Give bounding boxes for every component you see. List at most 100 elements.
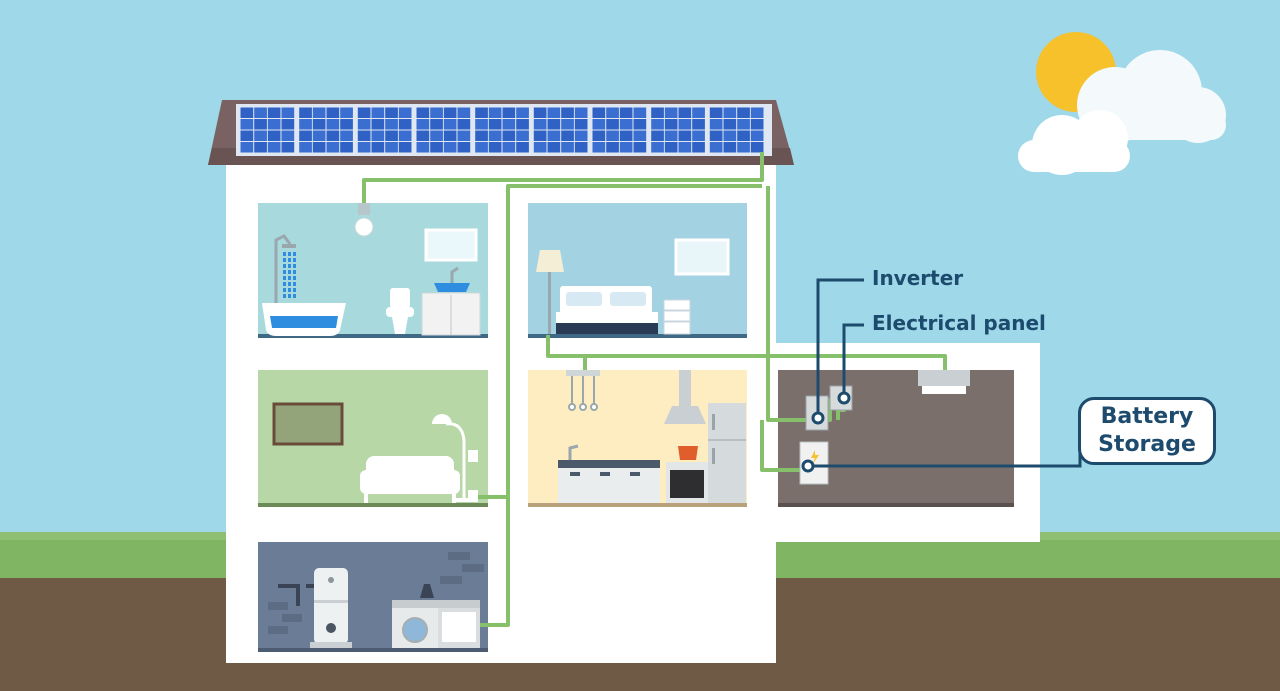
solar-cell [692, 142, 705, 153]
solar-cell [443, 107, 457, 118]
solar-cell [533, 107, 547, 118]
solar-cell [723, 142, 737, 153]
solar-cell [416, 107, 430, 118]
solar-cell [737, 142, 750, 153]
sink-icon [568, 444, 579, 460]
picture-frame-icon [674, 238, 730, 276]
solar-cell [574, 130, 588, 141]
solar-cell [398, 130, 412, 141]
solar-cell [678, 107, 692, 118]
solar-cell [340, 107, 353, 118]
solar-cell [385, 130, 398, 141]
solar-cell [750, 130, 764, 141]
solar-cell [430, 119, 443, 130]
solar-cell [281, 107, 295, 118]
solar-cell [385, 107, 398, 118]
solar-cell [502, 119, 516, 130]
solar-cell [416, 142, 430, 153]
solar-cell [619, 142, 633, 153]
solar-cell [267, 142, 281, 153]
tv-icon [272, 402, 344, 446]
solar-cell [281, 130, 295, 141]
solar-cell [457, 130, 471, 141]
solar-cell [475, 119, 488, 130]
solar-cell [443, 142, 457, 153]
solar-cell [312, 119, 326, 130]
solar-cell [516, 130, 529, 141]
water-drop [293, 264, 296, 268]
solar-cell [340, 130, 353, 141]
solar-cell [592, 119, 606, 130]
water-drop [293, 252, 296, 256]
solar-cell [371, 130, 385, 141]
solar-cell [281, 119, 295, 130]
solar-cell [254, 107, 267, 118]
water-drop [288, 258, 291, 262]
label-battery-line-1: Battery [1100, 404, 1194, 429]
solar-cell [651, 119, 664, 130]
solar-cell [547, 107, 561, 118]
water-drop [293, 294, 296, 298]
solar-cell [737, 119, 750, 130]
solar-cell [516, 142, 529, 153]
solar-cell [312, 130, 326, 141]
solar-cell [561, 142, 574, 153]
solar-cell [371, 119, 385, 130]
solar-cell [340, 119, 353, 130]
solar-cell [606, 119, 619, 130]
water-drop [283, 270, 286, 274]
solar-cell [371, 142, 385, 153]
solar-cell [574, 142, 588, 153]
solar-cell [299, 130, 312, 141]
solar-cell [326, 119, 340, 130]
solar-cell [488, 142, 502, 153]
garage [778, 370, 1014, 507]
solar-cell [678, 130, 692, 141]
solar-cell [299, 107, 312, 118]
solar-cell [633, 142, 647, 153]
water-drop [283, 294, 286, 298]
solar-cell [678, 119, 692, 130]
solar-cell [723, 130, 737, 141]
solar-cell [340, 142, 353, 153]
water-drop [288, 288, 291, 292]
solar-cell [633, 130, 647, 141]
wiring [362, 152, 947, 627]
solar-cell [709, 119, 723, 130]
solar-cell [240, 142, 254, 153]
solar-panel-icon [236, 104, 772, 156]
solar-cell [267, 107, 281, 118]
solar-cell [664, 142, 678, 153]
label-electrical-panel: Electrical panel [872, 311, 1046, 335]
solar-cell [502, 142, 516, 153]
oven-icon [666, 446, 708, 503]
solar-cell [475, 130, 488, 141]
solar-cell [312, 107, 326, 118]
solar-cell [502, 130, 516, 141]
label-inverter: Inverter [872, 266, 964, 290]
solar-cell [606, 130, 619, 141]
toilet-icon [386, 288, 414, 334]
solar-cell [723, 107, 737, 118]
solar-cell [475, 107, 488, 118]
water-drop [288, 264, 291, 268]
water-drop [293, 276, 296, 280]
solar-cell [516, 119, 529, 130]
outlet-icon [468, 450, 478, 502]
solar-cell [371, 107, 385, 118]
solar-cell [516, 107, 529, 118]
refrigerator-icon [708, 403, 746, 503]
solar-cell [267, 119, 281, 130]
solar-cell [574, 107, 588, 118]
bed-icon [556, 286, 658, 334]
solar-cell [619, 119, 633, 130]
solar-cell [633, 119, 647, 130]
solar-cell [457, 107, 471, 118]
water-drop [293, 258, 296, 262]
solar-cell [664, 119, 678, 130]
solar-cell [737, 107, 750, 118]
solar-cell [430, 142, 443, 153]
solar-cell [254, 142, 267, 153]
water-drop [288, 276, 291, 280]
